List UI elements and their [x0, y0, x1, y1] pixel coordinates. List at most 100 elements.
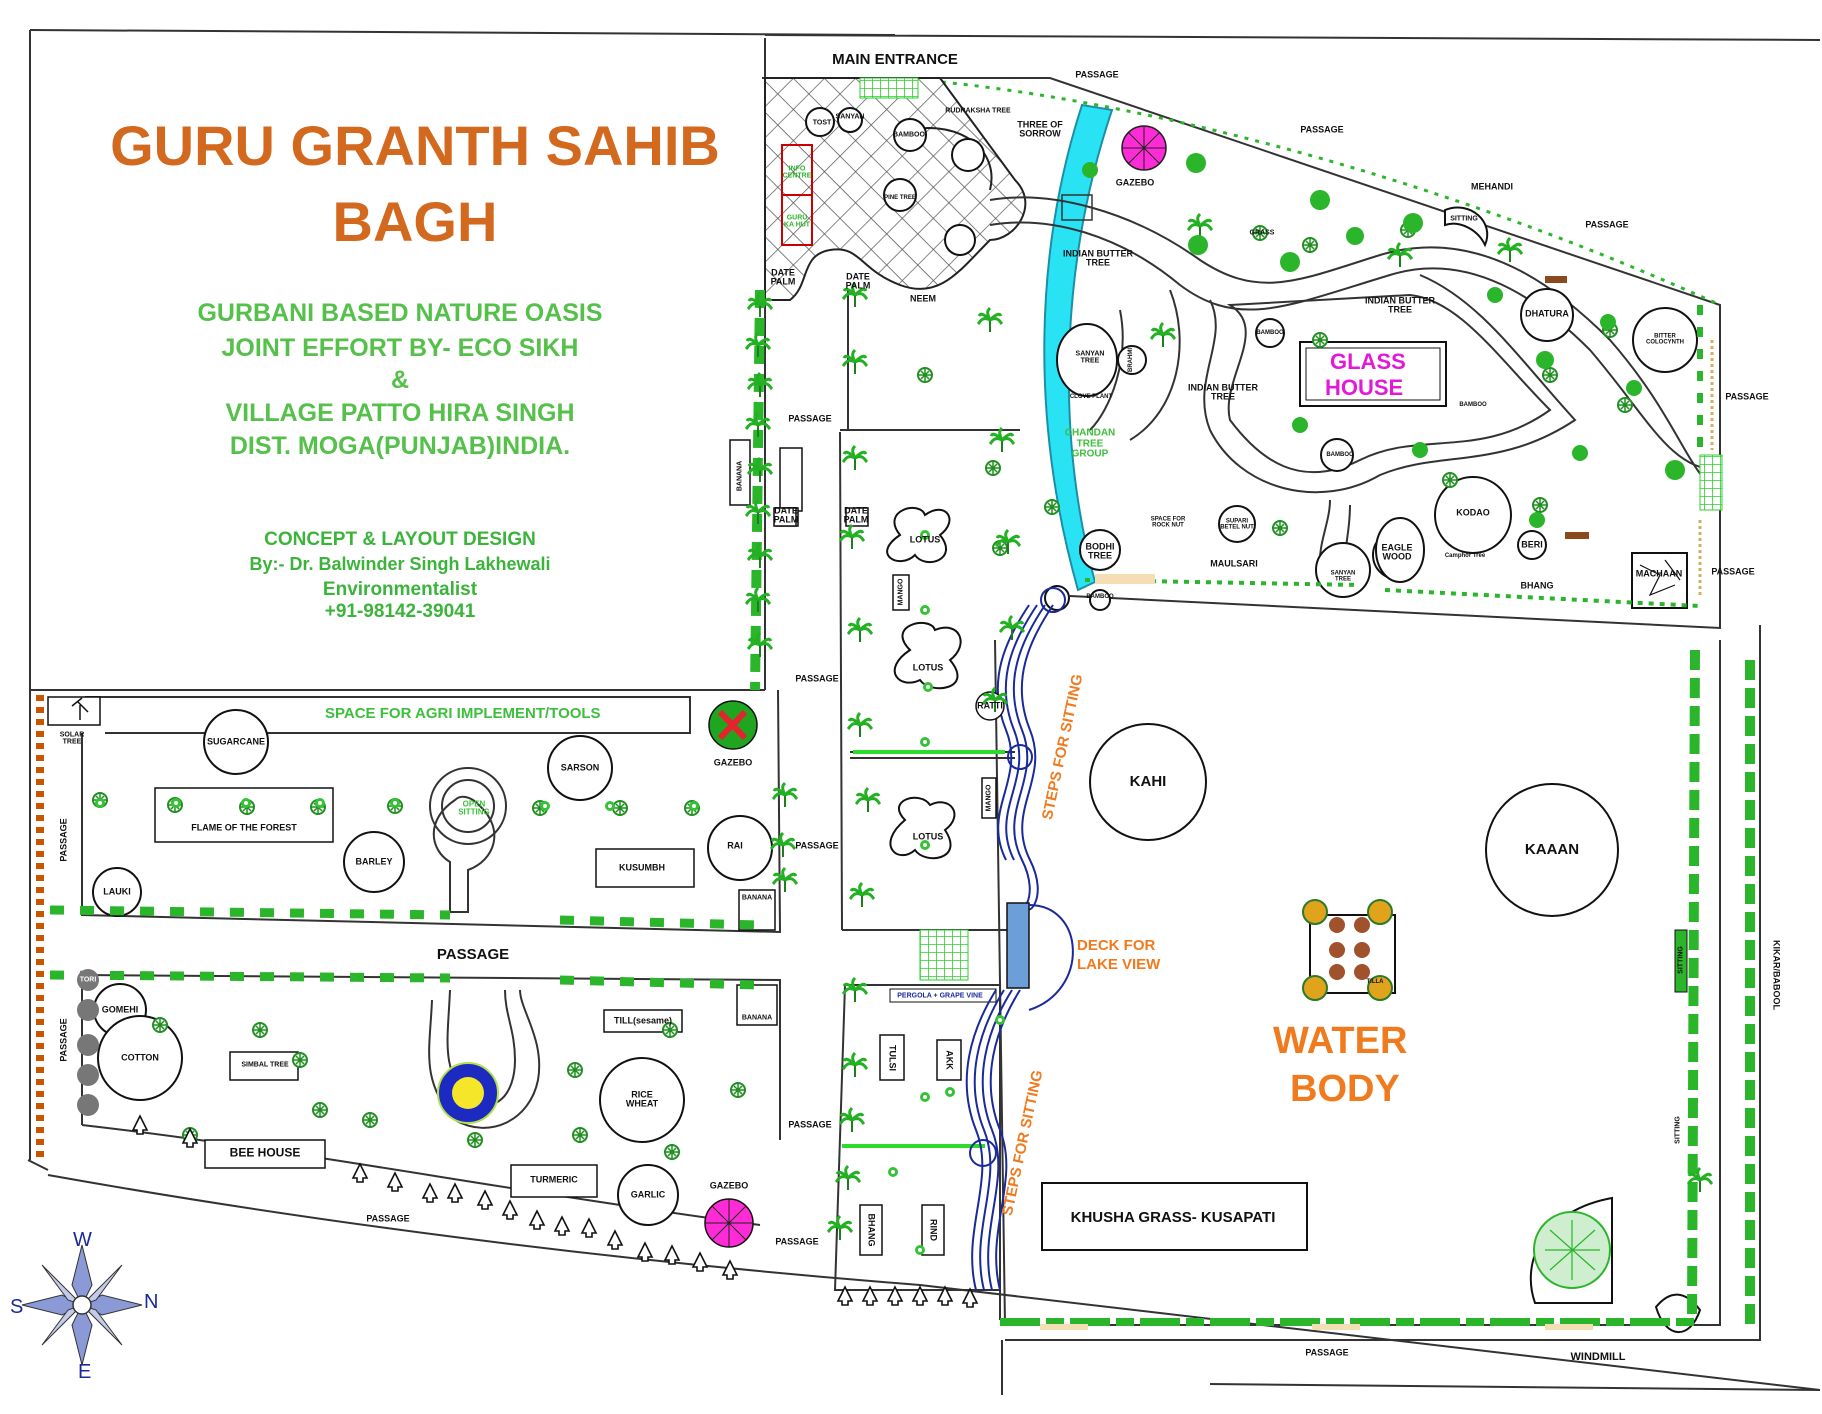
label-kodao: KODAO: [1456, 507, 1490, 518]
glass-house: [1299, 341, 1447, 407]
label-deck-1: DECK FOR: [1077, 937, 1156, 954]
compass-s: S: [10, 1296, 24, 1318]
label-bamboo-gh-3: BAMBOO: [1326, 451, 1354, 458]
label-deck-2: LAKE VIEW: [1077, 956, 1161, 973]
label-info-centre: INFO CENTRE: [782, 165, 812, 180]
label-kahi: KAHI: [1129, 773, 1167, 791]
label-gazebo-sw: GAZEBO: [709, 1180, 749, 1191]
label-gazebo-west: GAZEBO: [713, 757, 753, 768]
green-bars: [842, 750, 1005, 1148]
label-neem: NEEM: [909, 293, 937, 304]
label-passage-center: PASSAGE: [788, 413, 832, 424]
credit-line-4: +91-98142-39041: [324, 601, 476, 622]
east-sitting-bar: [1674, 929, 1688, 993]
label-bee-house: BEE HOUSE: [229, 1145, 301, 1160]
label-bitter-colocynth: BITTER COLOCYNTH: [1646, 333, 1684, 346]
tilla-trees: [1302, 899, 1393, 1001]
label-solar-tree: SOLAR TREE: [59, 731, 85, 746]
label-tori: TORI: [79, 976, 97, 984]
label-windmill: WINDMILL: [1570, 1351, 1626, 1364]
label-indian-butter-1: INDIAN BUTTER TREE: [1063, 248, 1133, 268]
west-circles: [92, 709, 773, 1226]
label-passage-center-5: PASSAGE: [775, 1236, 819, 1247]
label-lotus-2: LOTUS: [912, 662, 944, 673]
north-bushes: [1082, 153, 1685, 528]
label-date-palm-1: DATE PALM: [770, 267, 796, 287]
gazebo-south-west: [704, 1198, 754, 1248]
gazebo-west: [708, 700, 758, 750]
label-mango-2: MANGO: [985, 784, 993, 812]
label-passage-east: PASSAGE: [1725, 391, 1769, 402]
label-sanyan-tree-2: SANYAN TREE: [1330, 570, 1356, 583]
label-supari: SUPARI BETEL NUT: [1220, 518, 1254, 531]
label-guru-hut: GURU KA HUT: [783, 214, 811, 229]
label-rind: RIND: [928, 1219, 939, 1241]
subtitle-line-2: JOINT EFFORT BY- ECO SIKH: [221, 334, 579, 362]
label-bamboo-plaza: BAMBOO: [893, 131, 925, 139]
plaza-circles: [805, 107, 985, 256]
label-tilla: TILLA: [1366, 978, 1384, 985]
label-mango-1: MANGO: [897, 578, 905, 606]
east-circles: [1040, 288, 1698, 613]
west-rects: [154, 439, 797, 1198]
label-tree-of-sorrow: THREE OF SORROW: [1017, 119, 1063, 139]
windmill-trees: [1533, 1211, 1611, 1289]
label-lauki: LAUKI: [103, 886, 131, 897]
glass-house-paths: [989, 196, 1721, 561]
label-turmeric: TURMERIC: [530, 1174, 578, 1185]
label-lotus-1: LOTUS: [909, 534, 941, 545]
label-akk: AKK: [944, 1050, 955, 1070]
label-passage-center-4: PASSAGE: [788, 1119, 832, 1130]
label-banana-center: BANANA: [736, 460, 744, 492]
label-sanyan-tree: SANYAN TREE: [1075, 350, 1105, 365]
steps-wave: [965, 604, 1054, 1291]
label-sanyan-plaza: SANYAN: [835, 113, 865, 121]
compass-w: W: [73, 1229, 92, 1251]
label-maulsari: MAULSARI: [1210, 558, 1258, 569]
machaan: [1631, 552, 1688, 609]
label-passage-center-2: PASSAGE: [795, 673, 839, 684]
label-date-palm-4: DATE PALM: [843, 505, 869, 525]
compass-rose: [21, 1244, 143, 1366]
label-rai: RAI: [727, 840, 743, 851]
label-bodhi-tree: BODHI TREE: [1085, 541, 1115, 561]
sitting-crescent: [1444, 206, 1489, 248]
deck: [1006, 902, 1074, 1011]
west-strip-hedge: [1698, 340, 1723, 595]
compass-e: E: [78, 1361, 92, 1383]
solar-tree: [47, 696, 101, 726]
label-sitting-east: SITTING: [1677, 946, 1685, 974]
label-bamboo-gh-1: BAMBOO: [1256, 329, 1284, 336]
label-passage-north-2: PASSAGE: [1300, 124, 1344, 135]
pergola-grid: [889, 929, 997, 1003]
label-water-1: WATER: [1273, 1020, 1408, 1062]
label-passage-west: PASSAGE: [58, 818, 69, 862]
label-passage-west-2: PASSAGE: [58, 1018, 69, 1062]
label-bhang-east: BHANG: [1520, 580, 1554, 591]
label-sitting-east-2: SITTING: [1674, 1116, 1682, 1144]
label-open-sitting: OPEN SITTING: [458, 799, 490, 817]
label-date-palm-2: DATE PALM: [845, 271, 871, 291]
label-clove-plant: CLOVE PLANT: [1069, 393, 1113, 400]
subtitle-line-3: &: [390, 366, 410, 394]
label-kusumbh: KUSUMBH: [619, 862, 665, 873]
label-passage-north: PASSAGE: [1075, 69, 1119, 80]
title-line-1: GURU GRANTH SAHIB: [110, 114, 720, 177]
label-chandan-tree-group: CHANDAN TREE GROUP: [1064, 427, 1116, 460]
label-barley: BARLEY: [355, 856, 393, 867]
label-garlic: GARLIC: [630, 1189, 666, 1200]
label-banana-west-1: BANANA: [741, 894, 773, 902]
label-sugarcane: SUGARCANE: [206, 736, 266, 747]
label-simbal: SIMBAL TREE: [241, 1061, 289, 1069]
label-lotus-3: LOTUS: [912, 831, 944, 842]
label-indian-butter-3: INDIAN BUTTER TREE: [1188, 382, 1258, 402]
label-passage-sw: PASSAGE: [366, 1213, 410, 1224]
label-pergola: PERGOLA + GRAPE VINE: [897, 992, 983, 1000]
label-kikar: KIKAR/BABOOL: [1771, 940, 1782, 1010]
label-bhang-south: BHANG: [866, 1213, 877, 1247]
label-camphor: Camphor Tree: [1444, 552, 1486, 559]
label-passage-south: PASSAGE: [1305, 1347, 1349, 1358]
label-passage-mid: PASSAGE: [436, 946, 510, 964]
label-till: TILL(sesame): [613, 1015, 673, 1026]
palm-symbols: [744, 212, 1714, 1242]
